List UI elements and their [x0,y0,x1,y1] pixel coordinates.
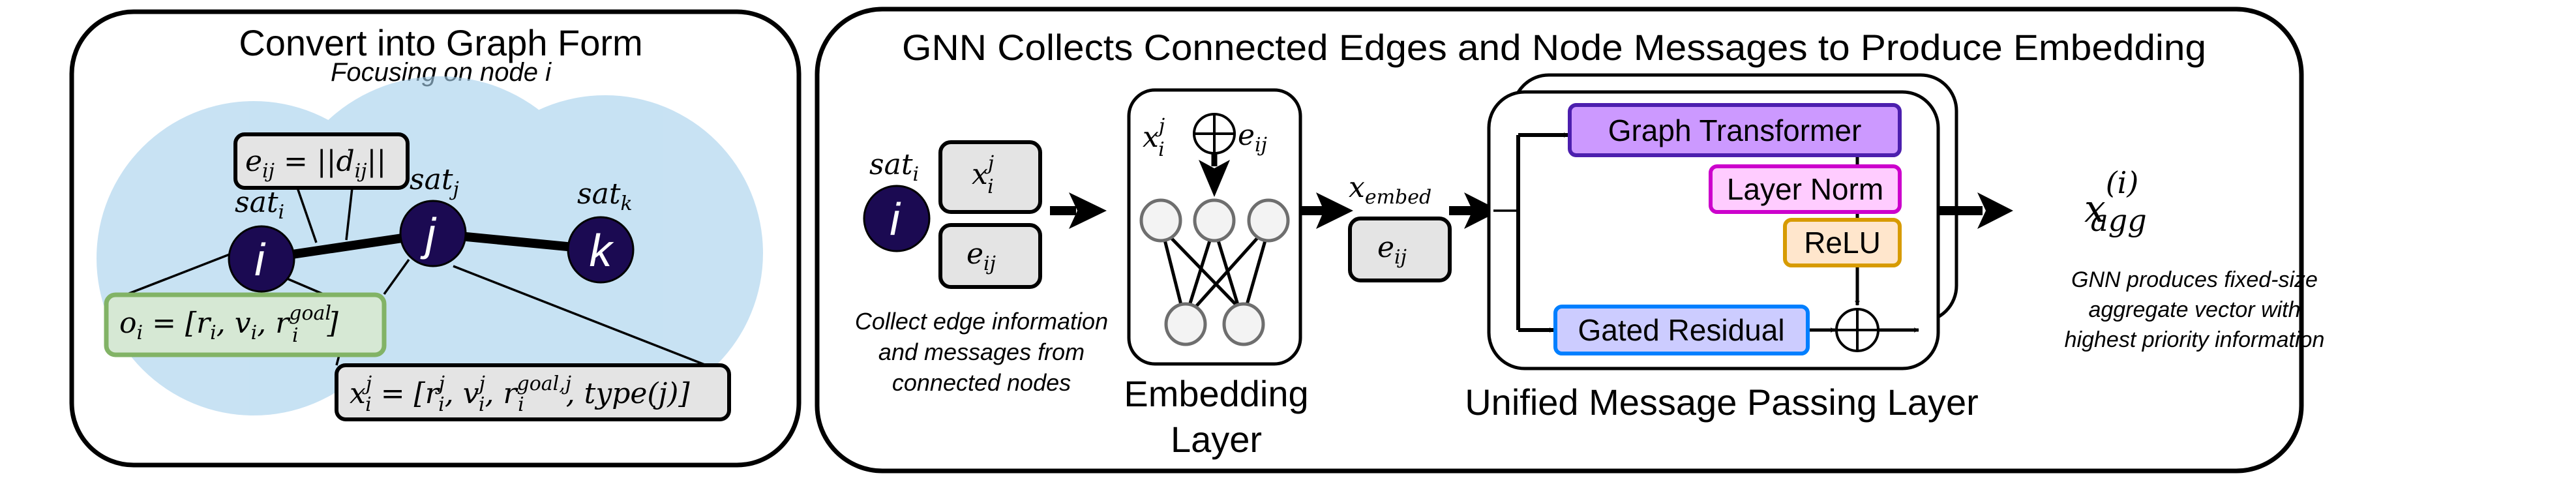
input-node-i: i [863,185,931,252]
caption-line: and messages from [878,339,1085,365]
embedded-label: xembed [1349,171,1431,209]
neighbor-message-frame [335,363,731,421]
graph-form-title: Convert into Graph Form [239,22,642,63]
concat-down-arrow [1199,153,1230,197]
node-letter: k [590,225,614,276]
caption-line: aggregate vector with [2088,297,2300,322]
obs-callout-line [127,253,230,295]
message-passing-layer-label: Unified Message Passing Layer [1465,382,1979,423]
arrow-head-icon [1464,192,1500,229]
msg-callout-line [383,258,410,295]
observation-frame [104,292,387,357]
msg-callout-line [453,265,707,367]
embedding-layer-label: Layer [1171,419,1262,460]
node-circle [863,185,931,252]
edge-callout-line [296,187,318,243]
nn-neuron [1139,198,1182,243]
node-letter: i [890,194,901,245]
nn-neuron [1193,198,1236,243]
arrow-head-icon [1977,192,2013,229]
embedded-edge-box: eij [1348,217,1452,282]
concat-right-formula: eij [1238,119,1267,157]
nn-neuron [1222,302,1265,346]
concat-icon [1193,113,1236,155]
graph-form-panel: Convert into Graph Form Focusing on node… [69,9,801,468]
gated-residual-block: Gated Residual [1553,305,1810,355]
arrow-to-message-passing [1449,192,1500,229]
node-label-sat-i: sati [235,186,284,224]
arrow-head-icon [1199,160,1230,197]
nn-neuron [1247,198,1290,243]
edge-feature-formula: eij = ||dij|| [245,145,386,183]
caption-line: GNN produces fixed-size [2071,267,2318,292]
sum-icon [1835,308,1880,352]
relu-block: ReLU [1783,218,1902,267]
arrow-to-embedding [1050,192,1107,229]
input-edge-box: eij [938,223,1042,289]
arrow-from-embedding [1300,192,1353,229]
gnn-pipeline-panel: GNN Collects Connected Edges and Node Me… [815,7,2325,474]
edge-feature-frame [233,132,410,190]
message-passing-layer: Graph Transformer Layer Norm ReLU Gated … [1465,73,1979,423]
gnn-pipeline-title: GNN Collects Connected Edges and Node Me… [902,27,2206,68]
output-caption: GNN produces fixed-size aggregate vector… [2065,267,2325,352]
graph-node-k: k [567,216,635,284]
message-passing-layer-frame [1487,90,1940,370]
graph-transformer-label: Graph Transformer [1608,113,1862,147]
layer-norm-label: Layer Norm [1727,172,1883,206]
arrow-to-output [1938,192,2013,229]
node-label-sat-j: satj [410,163,459,201]
caption-line: Collect edge information [855,308,1108,335]
gated-residual-label: Gated Residual [1578,313,1784,347]
edge-feature-box: eij = ||dij|| [233,132,410,190]
input-message-frame [938,140,1042,214]
embedding-layer-label: Embedding [1124,373,1308,414]
embedded-edge-formula: eij [1377,231,1407,269]
caption-line: highest priority information [2065,327,2325,352]
layer-norm-block: Layer Norm [1709,164,1902,214]
input-edge-frame [938,223,1042,289]
neural-network-icon [1139,198,1290,346]
relu-frame [1783,218,1902,267]
arrow-head-icon [1316,192,1353,229]
node-letter: i [254,234,266,285]
input-edge-formula: eij [966,237,996,275]
node-label-sat-k: satk [577,177,633,215]
edge-callout-line [345,187,353,241]
layer-norm-frame [1709,164,1902,214]
embedded-edge-frame [1348,217,1452,282]
arrow-head-icon [1069,192,1107,229]
relu-label: ReLU [1804,226,1881,260]
input-node-label: sati [869,148,919,186]
input-caption: Collect edge information and messages fr… [855,308,1108,396]
graph-node-j: j [399,200,467,267]
callout-lines [127,187,707,367]
graph-transformer-block: Graph Transformer [1568,103,1902,157]
aggregate-vector-label: x(i)agg [2084,165,2147,238]
nn-neuron [1164,302,1207,346]
gated-residual-frame [1553,305,1810,355]
graph-transformer-frame [1568,103,1902,157]
node-circle [228,225,295,293]
node-circle [399,200,467,267]
caption-line: connected nodes [892,369,1071,396]
graph-node-i: i [228,225,295,293]
node-circle [567,216,635,284]
